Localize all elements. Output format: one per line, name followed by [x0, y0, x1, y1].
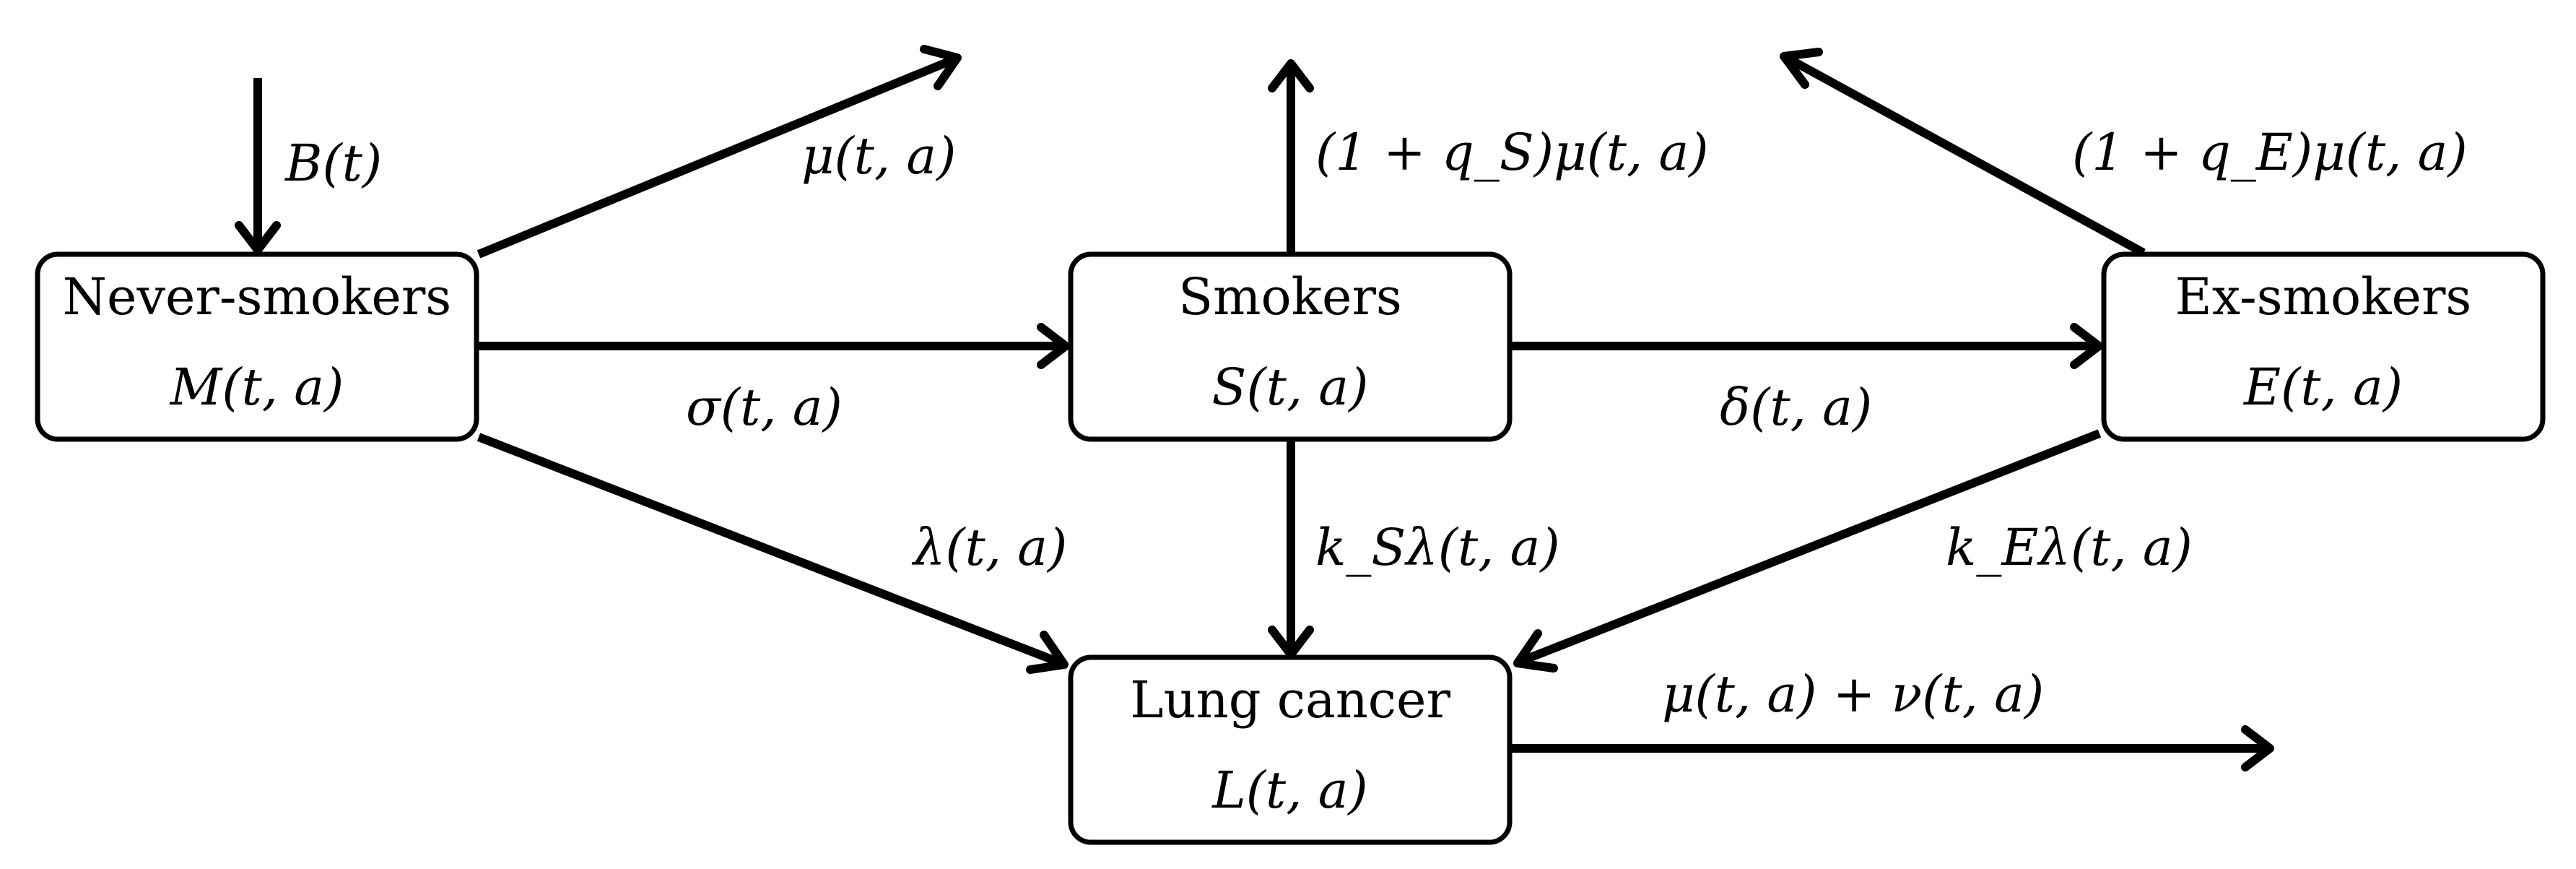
never-smokers-death-arrow — [477, 55, 957, 259]
node-ex-smokers: Ex-smokers E(t, a) — [2101, 251, 2546, 442]
node-symbol: M(t, a) — [169, 358, 344, 417]
never-smokers-cancer-arrowhead — [1026, 631, 1069, 674]
ex-smokers-death-arrowhead — [1780, 48, 1823, 89]
birth-arrowhead — [235, 221, 281, 254]
node-box — [2101, 251, 2546, 442]
node-lung-cancer: Lung cancer L(t, a) — [1068, 654, 1513, 845]
node-box — [1068, 654, 1513, 845]
edge-label-cessation: δ(t, a) — [1720, 378, 1872, 437]
ex-smokers-cancer-arrow — [1518, 429, 2102, 666]
cessation-arrowhead — [2070, 323, 2103, 369]
node-box — [35, 251, 479, 442]
node-symbol: E(t, a) — [2242, 358, 2403, 417]
edge-label-cancer-death: μ(t, a) + ν(t, a) — [1662, 665, 2044, 724]
node-never-smokers: Never-smokers M(t, a) — [35, 251, 479, 442]
edges — [235, 45, 2274, 771]
edge-label-never-smokers-cancer: λ(t, a) — [911, 518, 1067, 577]
node-symbol: L(t, a) — [1211, 761, 1367, 820]
never-smokers-death-arrowhead — [920, 45, 962, 90]
node-title: Never-smokers — [63, 267, 451, 327]
edge-label-initiation: σ(t, a) — [686, 378, 843, 437]
node-smokers: Smokers S(t, a) — [1068, 251, 1513, 442]
node-title: Lung cancer — [1130, 670, 1450, 730]
smokers-death-arrowhead — [1268, 59, 1314, 92]
edge-labels: B(t) μ(t, a) (1 + q_S)μ(t, a) (1 + q_E)μ… — [284, 123, 2468, 724]
edge-label-ex-smokers-death: (1 + q_E)μ(t, a) — [2072, 123, 2468, 182]
node-symbol: S(t, a) — [1212, 358, 1369, 417]
edge-label-birth: B(t) — [284, 134, 382, 193]
edge-label-smokers-cancer: k_Sλ(t, a) — [1315, 518, 1560, 577]
edge-label-smokers-death: (1 + q_S)μ(t, a) — [1315, 123, 1709, 182]
edge-label-never-smokers-death: μ(t, a) — [801, 126, 956, 186]
node-title: Ex-smokers — [2175, 267, 2472, 327]
never-smokers-cancer-arrow — [477, 433, 1063, 667]
ex-smokers-death-arrow — [1785, 53, 2146, 257]
smokers-cancer-arrowhead — [1268, 626, 1314, 659]
initiation-arrowhead — [1037, 323, 1070, 369]
node-title: Smokers — [1178, 267, 1402, 327]
cancer-death-arrowhead — [2241, 725, 2274, 771]
ex-smokers-cancer-arrowhead — [1513, 629, 1558, 673]
edge-label-ex-smokers-cancer: k_Eλ(t, a) — [1946, 518, 2193, 577]
node-box — [1068, 251, 1513, 442]
